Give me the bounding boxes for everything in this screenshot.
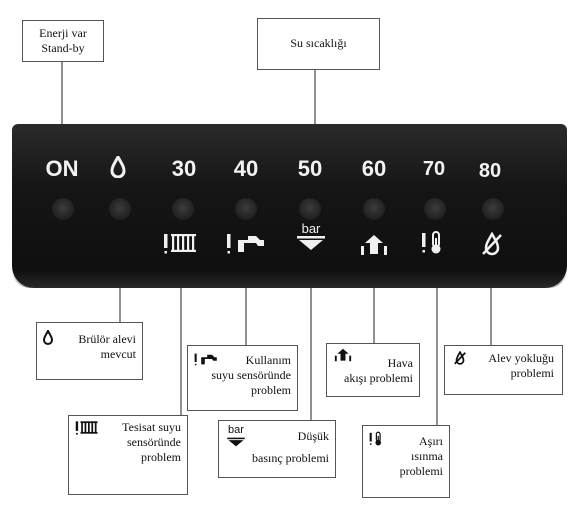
burner-callout-line2: mevcut: [100, 347, 136, 361]
flame-icon: [110, 153, 126, 183]
led-on: [52, 198, 74, 220]
bar-icon-text: bar: [228, 424, 244, 436]
tap-water-sensor-callout: Kullanım suyu sensöründe problem: [187, 345, 298, 411]
no-flame-callout-line2: problemi: [510, 366, 554, 380]
faucet-icon: [226, 232, 266, 259]
led-70: [424, 198, 446, 220]
thermometer-icon: [421, 231, 447, 260]
led-80: [482, 198, 504, 220]
no-flame-icon: [454, 351, 466, 365]
flame-icon: [43, 330, 53, 345]
system-water-sensor-callout: Tesisat suyu sensöründe problem: [68, 415, 188, 495]
temp-40-label: 40: [233, 156, 259, 181]
low-pressure-callout-line2: basınç problemi: [252, 451, 329, 465]
led-40: [235, 198, 257, 220]
power-callout-line2: Stand-by: [41, 41, 85, 55]
airflow-callout-line1: Hava: [387, 356, 413, 370]
low-pressure-callout: bar Düşük basınç problemi: [218, 420, 336, 478]
no-flame-icon: [480, 231, 504, 261]
bar-text: bar: [301, 221, 321, 236]
system-callout-line1: Tesisat suyu: [122, 420, 181, 434]
temp-70-label: 70: [422, 158, 446, 180]
overheat-callout-line1: Aşırı: [419, 434, 443, 448]
tap-callout-line3: problem: [251, 383, 291, 397]
power-standby-callout: Enerji var Stand-by: [22, 20, 104, 62]
temp-60-label: 60: [361, 156, 387, 181]
burner-flame-callout: Brülör alevi mevcut: [36, 322, 143, 380]
no-flame-callout: Alev yokluğu problemi: [444, 345, 563, 395]
tap-callout-line2: suyu sensöründe: [211, 368, 291, 382]
bar-pressure-icon: bar: [225, 425, 247, 451]
temp-80-label: 80: [478, 160, 502, 182]
boiler-control-panel: [12, 124, 567, 288]
temp-50-label: 50: [297, 156, 323, 181]
overheat-callout: Aşırı ısınma problemi: [362, 425, 450, 498]
overheat-callout-line2: ısınma: [411, 449, 443, 463]
airflow-icon: [334, 348, 352, 362]
burner-callout-line1: Brülör alevi: [78, 332, 136, 346]
led-burner: [109, 198, 131, 220]
thermometer-icon: [369, 431, 381, 446]
overheat-callout-line3: problemi: [399, 464, 443, 478]
airflow-problem-callout: Hava akışı problemi: [326, 343, 420, 397]
panel-bottom-edge: [12, 270, 567, 288]
bar-pressure-icon: bar: [296, 222, 326, 256]
water-temperature-callout: Su sıcaklığı: [257, 18, 380, 70]
airflow-icon: [358, 234, 390, 261]
temp-30-label: 30: [171, 156, 197, 181]
water-temp-callout-text: Su sıcaklığı: [290, 36, 347, 50]
faucet-icon: [194, 353, 217, 366]
no-flame-callout-line1: Alev yokluğu: [488, 351, 554, 365]
led-60: [363, 198, 385, 220]
radiator-icon: [75, 421, 98, 435]
airflow-callout-line2: akışı problemi: [344, 371, 413, 385]
radiator-icon: [163, 232, 201, 259]
system-callout-line3: problem: [141, 450, 181, 464]
low-pressure-callout-line1: Düşük: [297, 429, 329, 443]
tap-callout-line1: Kullanım: [245, 353, 291, 367]
led-30: [172, 198, 194, 220]
power-callout-line1: Enerji var: [39, 26, 87, 40]
on-label: ON: [45, 156, 79, 181]
system-callout-line2: sensöründe: [127, 435, 181, 449]
led-50: [299, 198, 321, 220]
